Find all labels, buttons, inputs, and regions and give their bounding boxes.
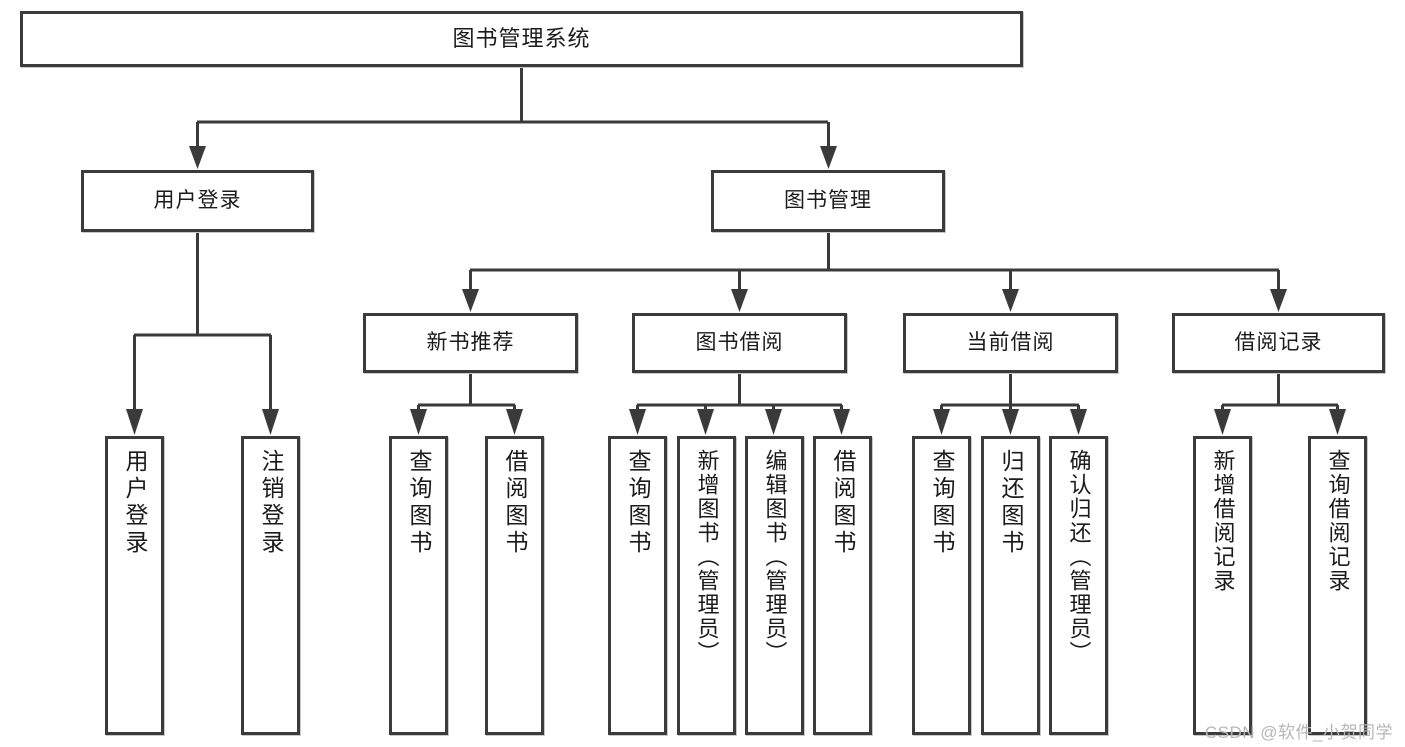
leaf-borrow-book[interactable]: 借阅图书 — [813, 436, 872, 735]
node-label: 查询图书 — [929, 449, 955, 557]
node-label: 查询借阅记录 — [1325, 449, 1351, 593]
leaf-logout[interactable]: 注销登录 — [241, 436, 300, 735]
node-label: 借阅记录 — [1234, 330, 1323, 354]
leaf-confirm-return-admin[interactable]: 确认归还（管理员） — [1049, 436, 1108, 735]
node-label: 归还图书 — [998, 449, 1024, 557]
node-book-management[interactable]: 图书管理 — [711, 170, 945, 232]
node-label: 新增借阅记录 — [1210, 449, 1236, 593]
node-label: 图书管理系统 — [452, 26, 591, 52]
node-root-system[interactable]: 图书管理系统 — [20, 11, 1023, 67]
node-label: 新增图书（管理员） — [694, 449, 720, 665]
leaf-add-book-admin[interactable]: 新增图书（管理员） — [677, 436, 736, 735]
node-new-book-recommend[interactable]: 新书推荐 — [363, 313, 578, 373]
node-label: 编辑图书（管理员） — [762, 449, 788, 665]
leaf-query-book-recommend[interactable]: 查询图书 — [389, 436, 448, 735]
node-label: 确认归还（管理员） — [1066, 449, 1092, 665]
node-label: 注销登录 — [258, 449, 284, 557]
node-label: 查询图书 — [625, 449, 651, 557]
leaf-edit-book-admin[interactable]: 编辑图书（管理员） — [745, 436, 804, 735]
node-label: 用户登录 — [153, 188, 242, 212]
node-current-borrow[interactable]: 当前借阅 — [903, 313, 1118, 373]
leaf-add-borrow-record[interactable]: 新增借阅记录 — [1193, 436, 1252, 735]
node-label: 借阅图书 — [830, 449, 856, 557]
leaf-query-book-current[interactable]: 查询图书 — [912, 436, 971, 735]
leaf-user-login[interactable]: 用户登录 — [105, 436, 164, 735]
node-label: 图书管理 — [784, 188, 872, 212]
node-label: 当前借阅 — [966, 330, 1055, 354]
node-book-borrow[interactable]: 图书借阅 — [632, 313, 847, 373]
node-label: 图书借阅 — [695, 330, 784, 354]
watermark-text: CSDN @软件_小贺同学 — [1204, 723, 1393, 742]
node-label: 查询图书 — [406, 449, 432, 557]
node-label: 用户登录 — [122, 449, 148, 557]
node-label: 借阅图书 — [502, 449, 528, 557]
node-user-login[interactable]: 用户登录 — [81, 170, 314, 232]
leaf-query-book-borrow[interactable]: 查询图书 — [608, 436, 667, 735]
leaf-borrow-book-recommend[interactable]: 借阅图书 — [485, 436, 544, 735]
leaf-return-book[interactable]: 归还图书 — [981, 436, 1040, 735]
node-borrow-record[interactable]: 借阅记录 — [1172, 313, 1385, 373]
node-label: 新书推荐 — [426, 330, 515, 354]
leaf-query-borrow-record[interactable]: 查询借阅记录 — [1308, 436, 1367, 735]
